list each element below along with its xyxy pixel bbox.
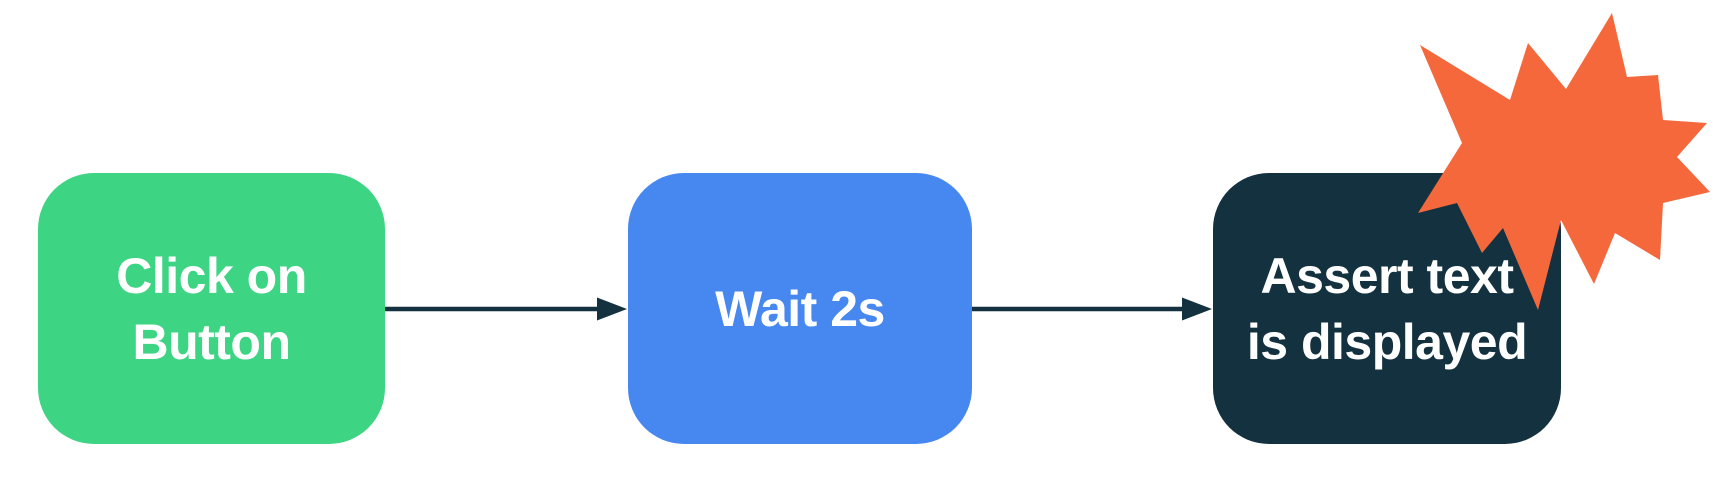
connector-arrow-2: [972, 297, 1212, 321]
arrowhead-icon: [1182, 297, 1212, 321]
flow-node-wait-2s: Wait 2s: [628, 173, 972, 444]
flow-node-click-on-button: Click on Button: [38, 173, 385, 444]
explosion-starburst-icon: [1418, 13, 1710, 310]
connector-arrow-1: [385, 297, 627, 321]
arrowhead-icon: [597, 297, 627, 321]
node-label: Click on Button: [116, 247, 307, 370]
node-label: Assert text is displayed: [1246, 247, 1528, 370]
node-label: Wait 2s: [715, 280, 885, 337]
